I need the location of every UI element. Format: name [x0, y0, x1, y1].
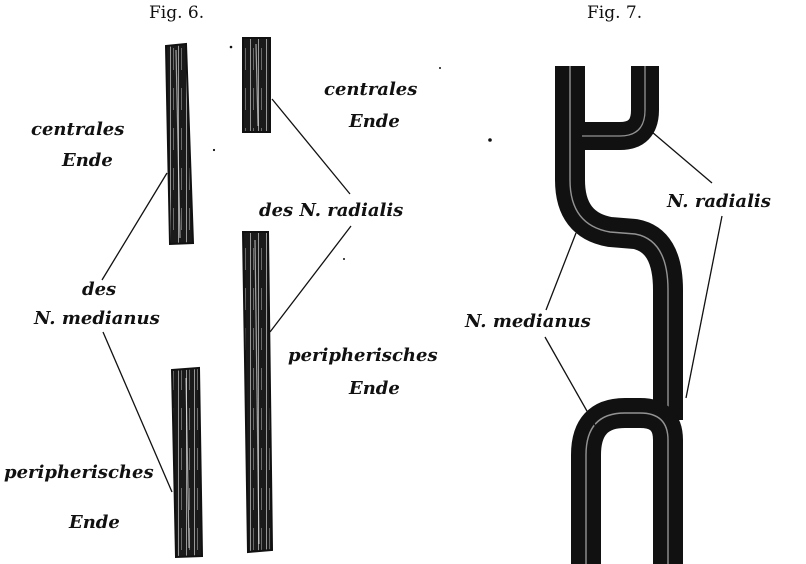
label-radial-central-1: centrales [324, 81, 417, 99]
label-radial-peripheral-1: peripherisches [288, 347, 438, 365]
median-central-stump [166, 44, 193, 244]
label-radialis: N. radialis [667, 193, 771, 211]
label-median-peripheral-1: peripherisches [4, 464, 154, 482]
label-median-central-1: centrales [31, 121, 124, 139]
median-peripheral-stump [172, 368, 202, 557]
label-radial-central-2: Ende [349, 113, 400, 131]
radial-central-stump [243, 38, 270, 132]
radial-peripheral-stump [243, 232, 272, 552]
label-median-central-2: Ende [62, 152, 113, 170]
label-median-name-1: des [82, 281, 116, 299]
label-median-name-2: N. medianus [34, 310, 160, 328]
label-radial-name: des N. radialis [259, 202, 403, 220]
fig7-title: Fig. 7. [587, 5, 642, 22]
fig6-leader-lines [102, 99, 351, 492]
fig6-title: Fig. 6. [149, 5, 204, 22]
label-medianus: N. medianus [465, 313, 591, 331]
label-radial-peripheral-2: Ende [349, 380, 400, 398]
label-median-peripheral-2: Ende [69, 514, 120, 532]
